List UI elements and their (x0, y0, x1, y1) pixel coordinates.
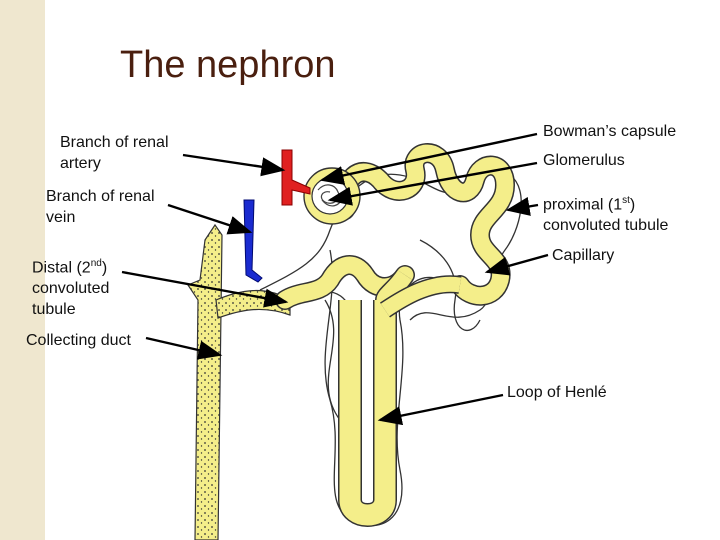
label-distal-tubule: Distal (2nd) convoluted tubule (32, 258, 110, 319)
renal-vein-branch (243, 199, 263, 283)
label-bowmans-capsule: Bowman’s capsule (543, 123, 677, 140)
label-loop-of-henle: Loop of Henlé (507, 384, 607, 401)
label-glomerulus: Glomerulus (543, 152, 625, 169)
page-title: The nephron (120, 44, 336, 86)
label-collecting-duct: Collecting duct (26, 332, 131, 349)
label-capillary: Capillary (552, 247, 615, 264)
label-proximal-tubule: proximal (1st) convoluted tubule (543, 195, 669, 235)
label-renal-vein: Branch of renal vein (46, 188, 155, 226)
label-arrows (121, 132, 549, 426)
collecting-duct (187, 223, 291, 540)
label-renal-artery: Branch of renal artery (60, 134, 169, 172)
decorative-side-strip (0, 0, 45, 540)
renal-artery-branch (281, 149, 311, 206)
